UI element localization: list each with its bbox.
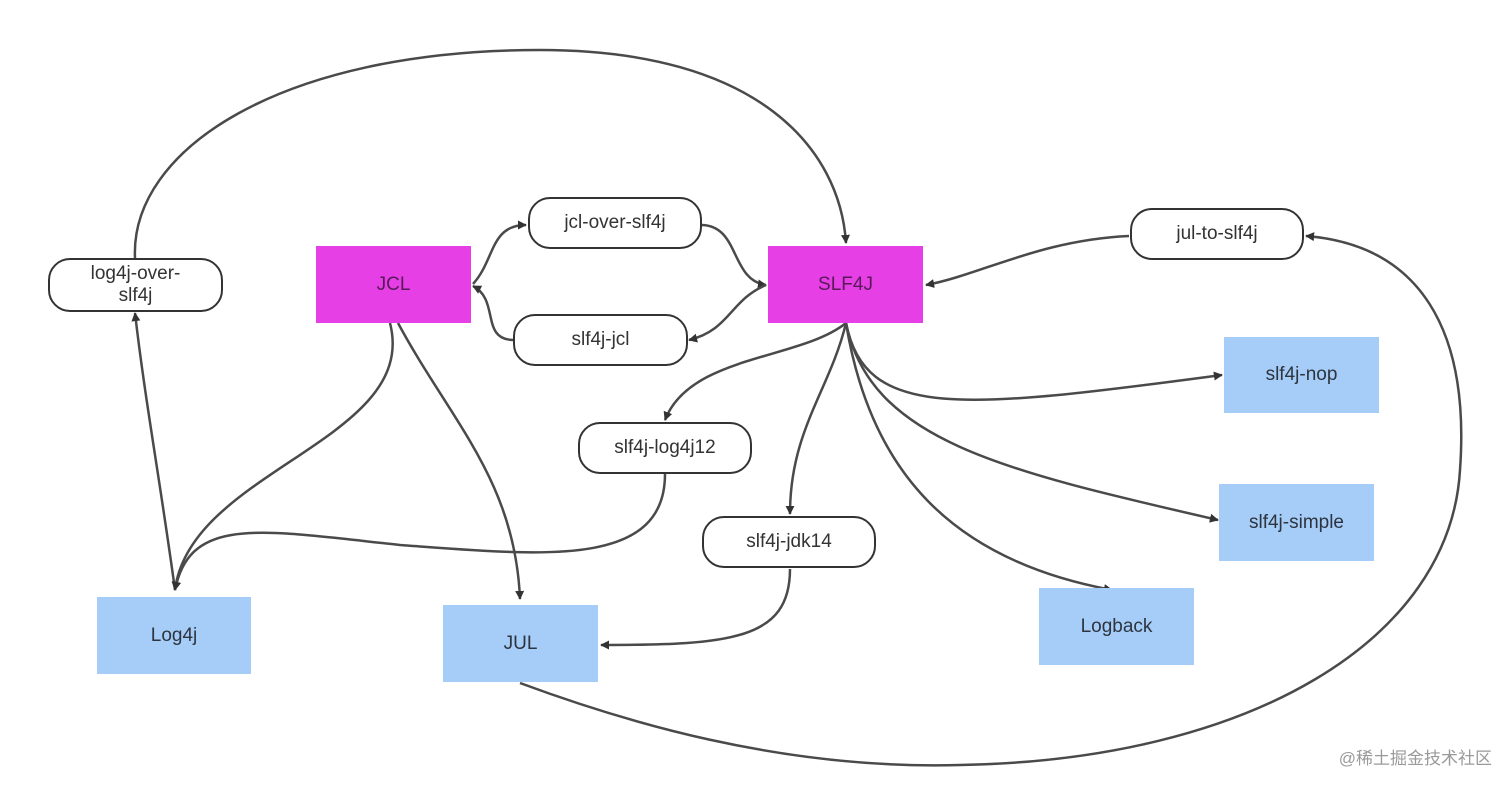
edge-jcl-to-jul: [396, 322, 525, 600]
node-log4j: Log4j: [97, 597, 251, 674]
edge-slf4j-to-slf4j-jdk14: [785, 322, 848, 515]
node-slf4j-log4j12: slf4j-log4j12: [578, 422, 752, 474]
edge-slf4j-to-slf4j-simple: [844, 322, 1219, 523]
edge-jcl-to-log4j: [171, 322, 394, 591]
edge-slf4j-to-slf4j-log4j12: [663, 322, 847, 421]
watermark: @稀土掘金技术社区: [1338, 749, 1492, 768]
node-slf4j-nop: slf4j-nop: [1224, 337, 1379, 413]
node-jul-to-slf4j: jul-to-slf4j: [1130, 208, 1304, 260]
node-slf4j-simple: slf4j-simple: [1219, 484, 1374, 561]
edge-jul-to-slf4j-to-slf4j: [925, 234, 1130, 288]
edge-slf4j-log4j12-to-log4j: [172, 473, 667, 591]
node-jcl-over-slf4j: jcl-over-slf4j: [528, 197, 702, 249]
node-jcl: JCL: [316, 246, 471, 323]
edge-slf4j-to-slf4j-nop: [844, 322, 1223, 402]
edge-jcl-over-slf4j-to-slf4j: [700, 223, 767, 289]
node-logback: Logback: [1039, 588, 1194, 665]
node-log4j-over-slf4j: log4j-over- slf4j: [48, 258, 223, 312]
node-slf4j: SLF4J: [768, 246, 923, 323]
node-jul: JUL: [443, 605, 598, 682]
edge-slf4j-jcl-to-jcl: [472, 284, 515, 342]
edge-slf4j-to-logback: [844, 322, 1113, 593]
edge-slf4j-to-slf4j-jcl: [688, 283, 767, 343]
node-slf4j-jcl: slf4j-jcl: [513, 314, 688, 366]
edge-jcl-to-jcl-over-slf4j: [472, 220, 527, 285]
edge-log4j-to-log4j-over-slf4j: [131, 312, 177, 591]
edge-log4j-over-slf4j-to-slf4j: [133, 48, 850, 259]
node-slf4j-jdk14: slf4j-jdk14: [702, 516, 876, 568]
edge-jul-to-jul-to-slf4j: [519, 232, 1463, 767]
edge-slf4j-jdk14-to-jul: [600, 568, 792, 650]
